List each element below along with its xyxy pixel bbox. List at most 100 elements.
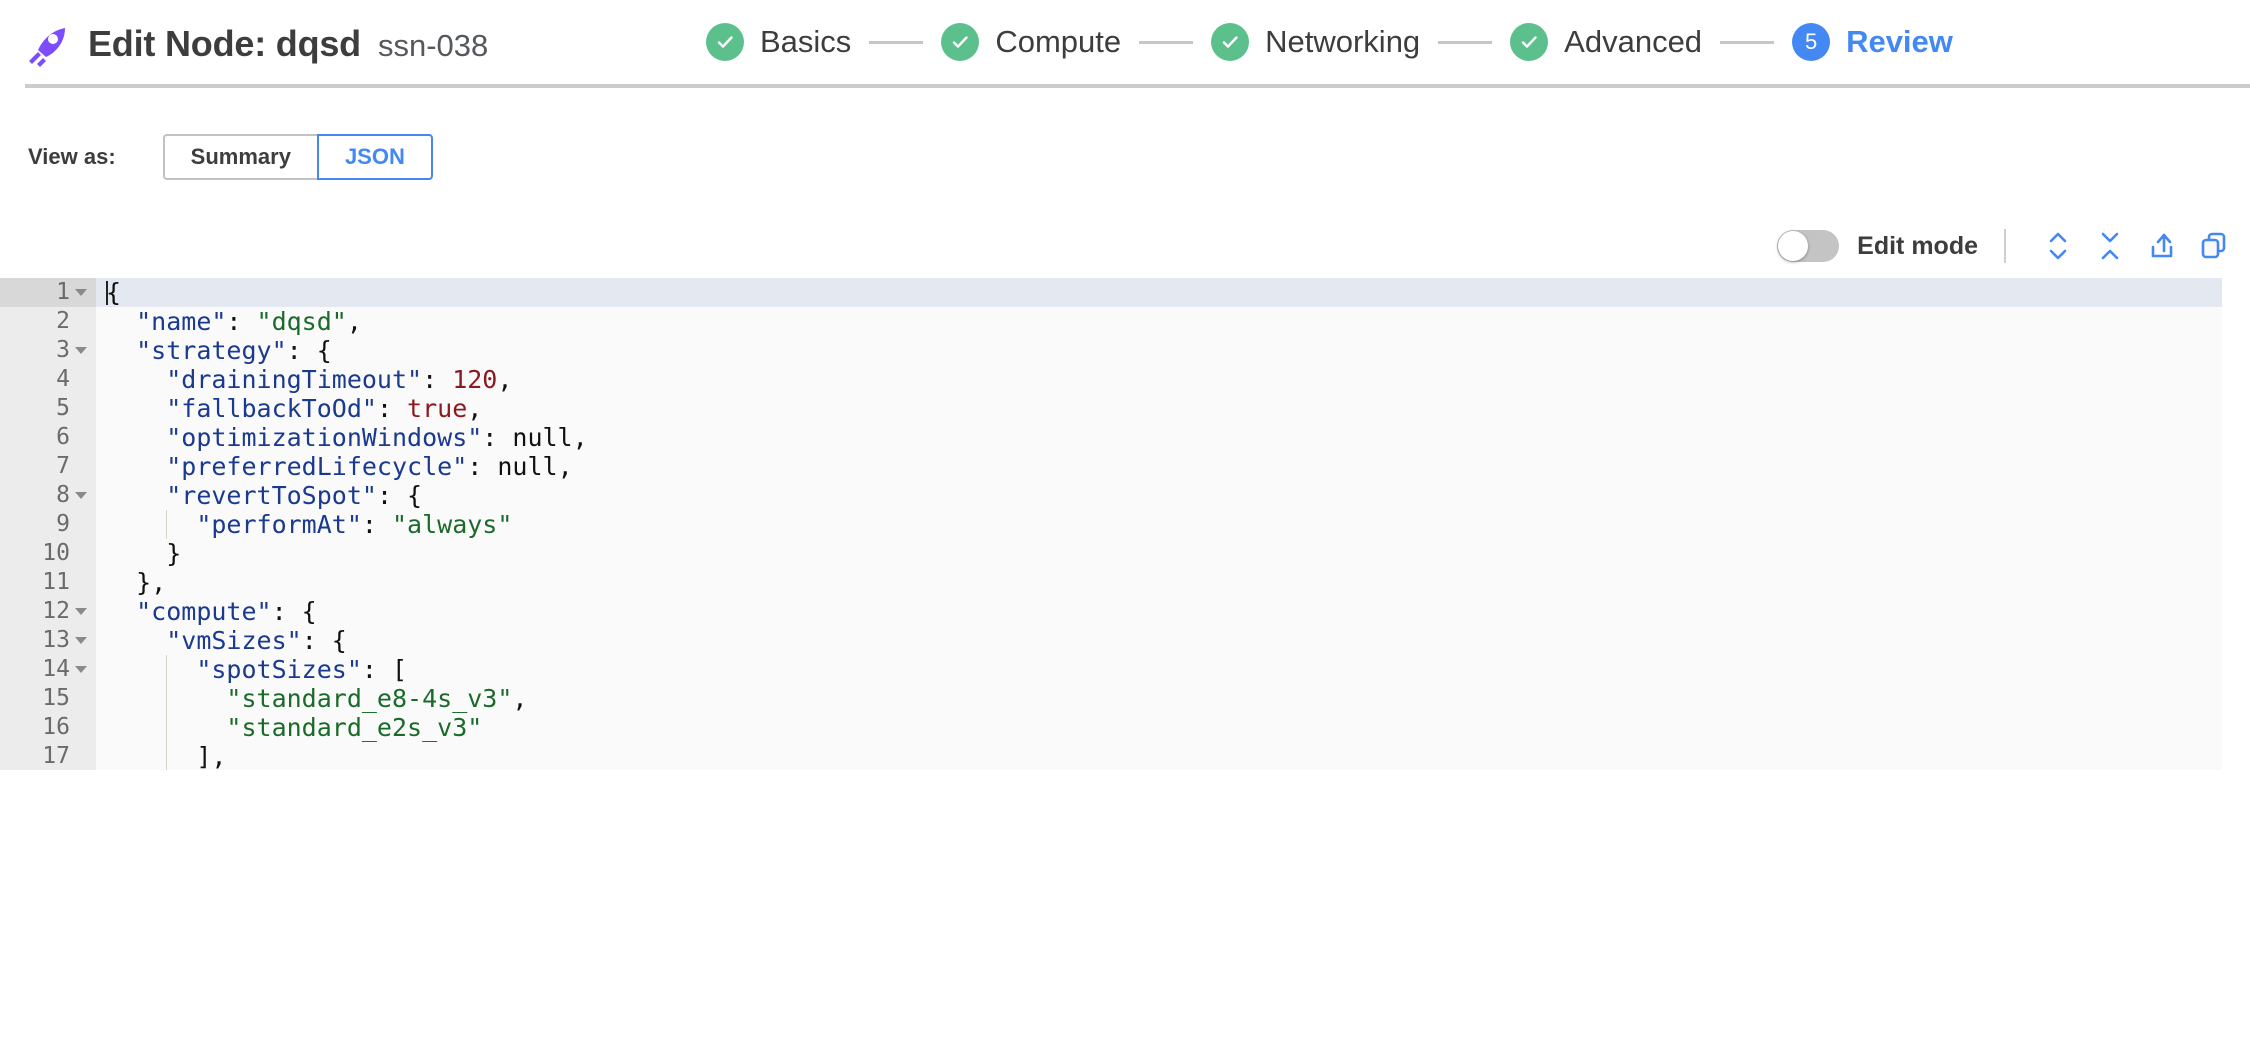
toolbar-divider [2004, 229, 2006, 263]
code-text[interactable]: "revertToSpot": { [166, 481, 423, 510]
code-text[interactable]: } [166, 539, 182, 568]
step-advanced-check-icon [1510, 23, 1549, 61]
line-number: 7 [56, 453, 70, 479]
code-line[interactable]: 14 "spotSizes": [ [0, 655, 2222, 684]
line-number: 12 [42, 598, 70, 624]
step-basics[interactable]: Basics [706, 23, 851, 61]
code-text[interactable]: "standard_e8-4s_v3", [226, 684, 528, 713]
code-text[interactable]: "preferredLifecycle": null, [166, 452, 573, 481]
code-line[interactable]: 17 ], [0, 742, 2222, 770]
line-number-gutter: 1 [0, 278, 96, 307]
step-compute-check-icon [941, 23, 980, 61]
fold-toggle-icon[interactable] [72, 492, 90, 499]
expand-all-icon[interactable] [2032, 226, 2084, 266]
fold-toggle-icon[interactable] [72, 347, 90, 354]
line-number: 2 [56, 308, 70, 334]
line-number-gutter: 9 [0, 510, 96, 539]
code-text[interactable]: "fallbackToOd": true, [166, 394, 483, 423]
page-subtitle: ssn-038 [377, 28, 489, 63]
step-compute[interactable]: Compute [941, 23, 1121, 61]
code-text[interactable]: "standard_e2s_v3" [226, 713, 483, 742]
code-text[interactable]: "vmSizes": { [166, 626, 347, 655]
copy-icon[interactable] [2188, 226, 2240, 266]
code-line[interactable]: 16 "standard_e2s_v3" [0, 713, 2222, 742]
code-text[interactable]: ], [196, 742, 227, 770]
line-number-gutter: 8 [0, 481, 96, 510]
code-text[interactable]: "compute": { [136, 597, 317, 626]
code-line[interactable]: 13 "vmSizes": { [0, 626, 2222, 655]
export-icon[interactable] [2136, 226, 2188, 266]
code-text[interactable]: "spotSizes": [ [196, 655, 408, 684]
step-networking[interactable]: Networking [1211, 23, 1420, 61]
view-as-summary-button[interactable]: Summary [162, 134, 317, 180]
line-number-gutter: 13 [0, 626, 96, 655]
line-number: 5 [56, 395, 70, 421]
edit-mode-label: Edit mode [1857, 231, 1978, 260]
code-line[interactable]: 15 "standard_e8-4s_v3", [0, 684, 2222, 713]
code-line[interactable]: 1{ [0, 278, 2222, 307]
line-number: 13 [42, 627, 70, 653]
step-networking-check-icon [1211, 23, 1250, 61]
step-advanced[interactable]: Advanced [1510, 23, 1702, 61]
step-review[interactable]: 5 Review [1792, 23, 1953, 61]
step-connector-1 [869, 40, 924, 44]
json-editor-content[interactable]: 1{2 "name": "dqsd",3 "strategy": {4 "dra… [0, 278, 2222, 770]
step-connector-4 [1720, 40, 1775, 44]
code-line[interactable]: 2 "name": "dqsd", [0, 307, 2222, 336]
step-connector-2 [1139, 40, 1194, 44]
code-line[interactable]: 11 }, [0, 568, 2222, 597]
text-caret [106, 281, 108, 305]
line-number: 17 [42, 743, 70, 769]
code-text[interactable]: "name": "dqsd", [136, 307, 362, 336]
code-line[interactable]: 4 "drainingTimeout": 120, [0, 365, 2222, 394]
fold-toggle-icon[interactable] [72, 666, 90, 673]
line-number-gutter: 2 [0, 307, 96, 336]
json-editor[interactable]: 1{2 "name": "dqsd",3 "strategy": {4 "dra… [0, 278, 2222, 770]
edit-mode-toggle[interactable] [1777, 230, 1840, 262]
step-compute-label: Compute [995, 24, 1122, 59]
code-line[interactable]: 10 } [0, 539, 2222, 568]
fold-toggle-icon[interactable] [72, 608, 90, 615]
collapse-all-icon[interactable] [2084, 226, 2136, 266]
step-networking-label: Networking [1265, 24, 1421, 59]
edit-mode-toggle-knob [1778, 231, 1809, 261]
code-text[interactable]: "optimizationWindows": null, [166, 423, 588, 452]
line-number: 1 [56, 279, 70, 305]
code-text[interactable]: "strategy": { [136, 336, 332, 365]
code-text[interactable]: "drainingTimeout": 120, [166, 365, 513, 394]
line-number-gutter: 7 [0, 452, 96, 481]
view-as-json-button[interactable]: JSON [316, 134, 433, 180]
code-text[interactable]: }, [136, 568, 167, 597]
code-line[interactable]: 6 "optimizationWindows": null, [0, 423, 2222, 452]
code-line[interactable]: 3 "strategy": { [0, 336, 2222, 365]
header-divider [25, 84, 2250, 88]
code-line[interactable]: 7 "preferredLifecycle": null, [0, 452, 2222, 481]
view-as-row: View as: Summary JSON [0, 134, 2250, 180]
code-line[interactable]: 12 "compute": { [0, 597, 2222, 626]
title-group: Edit Node: dqsd ssn-038 [88, 23, 488, 65]
line-number-gutter: 4 [0, 365, 96, 394]
line-number: 14 [42, 656, 70, 682]
code-text[interactable]: "performAt": "always" [196, 510, 513, 539]
indent-guide [166, 655, 168, 770]
line-number: 9 [56, 511, 70, 537]
line-number: 6 [56, 424, 70, 450]
code-line[interactable]: 8 "revertToSpot": { [0, 481, 2222, 510]
fold-toggle-icon[interactable] [72, 637, 90, 644]
line-number-gutter: 12 [0, 597, 96, 626]
code-line[interactable]: 9 "performAt": "always" [0, 510, 2222, 539]
line-number: 10 [42, 540, 70, 566]
line-number-gutter: 5 [0, 394, 96, 423]
step-review-number: 5 [1792, 23, 1831, 61]
fold-toggle-icon[interactable] [72, 289, 90, 296]
line-number: 11 [42, 569, 70, 595]
line-number: 16 [42, 714, 70, 740]
line-number: 3 [56, 337, 70, 363]
code-text[interactable]: { [106, 278, 122, 307]
view-as-segmented-control[interactable]: Summary JSON [162, 134, 433, 180]
line-number: 8 [56, 482, 70, 508]
step-basics-check-icon [706, 23, 744, 61]
line-number-gutter: 16 [0, 713, 96, 742]
code-line[interactable]: 5 "fallbackToOd": true, [0, 394, 2222, 423]
page-title: Edit Node: dqsd [88, 23, 361, 64]
